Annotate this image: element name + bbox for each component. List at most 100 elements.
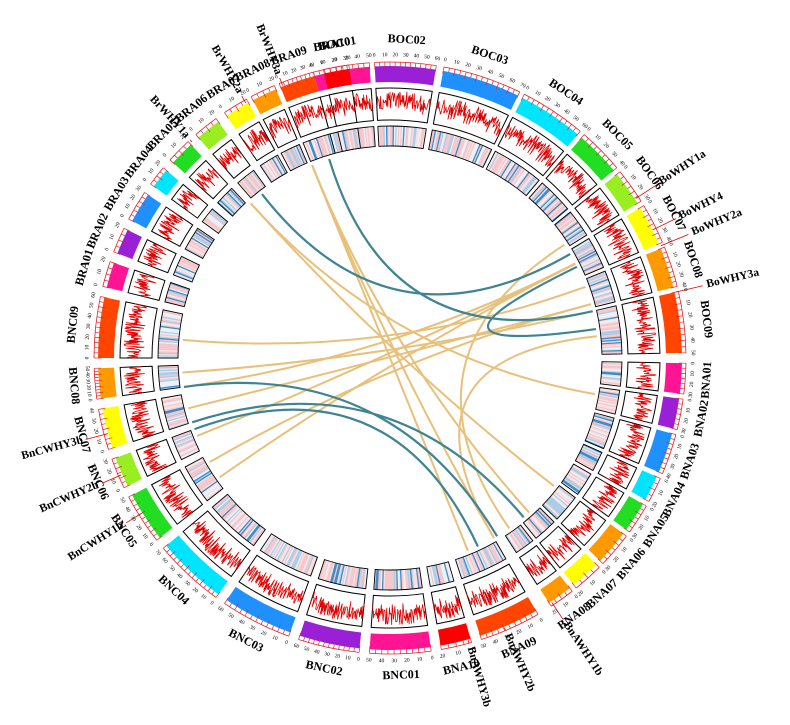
tick-label: 60 <box>293 643 300 650</box>
heatmap-track <box>259 154 288 183</box>
gene-marker <box>189 139 193 143</box>
chromosome-band <box>198 121 228 150</box>
tick-label: 40 <box>680 281 687 288</box>
heatmap-track <box>157 364 181 391</box>
tick-label: 20 <box>656 217 664 225</box>
tick-label: 20 <box>689 381 695 387</box>
gene-marker <box>241 95 247 104</box>
tick-label: 0 <box>690 362 696 365</box>
chromosome-band <box>657 396 680 429</box>
heatmap-track <box>201 208 229 235</box>
tick-label: 0 <box>667 242 674 247</box>
heatmap-track <box>504 524 534 554</box>
heatmap-track <box>172 255 201 283</box>
gene-marker <box>675 285 703 293</box>
chromosome-band <box>226 586 296 633</box>
chromosome-band <box>645 248 674 292</box>
tick-label: 20 <box>105 468 113 476</box>
tick-label: 20 <box>602 142 610 150</box>
heatmap-track <box>171 429 201 461</box>
tick-label: 50 <box>690 350 696 356</box>
tick-label: 10 <box>141 532 149 540</box>
chromosome-label: BOC01 <box>317 33 357 53</box>
gene-density-track <box>430 586 466 625</box>
tick-label: 0 <box>148 542 155 548</box>
tick-label: 60 <box>508 77 516 85</box>
tick-label: 50 <box>168 565 176 573</box>
gene-density-track <box>620 390 658 424</box>
tick-label: 0 <box>373 53 376 59</box>
gene-density-track <box>119 301 158 359</box>
tick-label: 0 <box>310 62 314 69</box>
tick-label: 10 <box>147 167 155 175</box>
chromosome-band <box>153 170 179 196</box>
chromosome-band <box>117 229 142 260</box>
tick-label: 30 <box>504 634 512 642</box>
tick-label: 10 <box>562 601 570 609</box>
gene-density-track <box>288 96 330 138</box>
gene-label: BnCWHY1b <box>66 520 126 564</box>
gene-density-track <box>170 183 209 219</box>
heatmap-track <box>585 270 616 308</box>
tick-label: 10 <box>534 90 542 98</box>
heatmap-track <box>280 143 308 172</box>
tick-label: 10 <box>198 117 206 125</box>
heatmap-track <box>337 127 362 152</box>
chromosome-band <box>299 620 362 649</box>
heatmap-track <box>237 169 267 199</box>
heatmap-track <box>454 540 507 580</box>
tick-label: 30 <box>476 65 483 72</box>
synteny-link <box>458 335 597 539</box>
chromosome-band <box>252 89 283 115</box>
heatmap-track <box>541 484 576 520</box>
tick-label: 10 <box>643 515 651 523</box>
synteny-links <box>182 158 597 552</box>
tick-label: 20 <box>612 555 620 563</box>
tick-label: 40 <box>487 69 494 77</box>
tick-label: 10 <box>417 657 423 664</box>
gene-density-track <box>188 159 229 200</box>
tick-label: 0 <box>430 655 434 661</box>
chromosome-band <box>613 496 643 530</box>
heatmap-track <box>161 394 189 431</box>
tick-label: 20 <box>345 55 352 62</box>
tick-label: 10 <box>453 59 460 66</box>
chromosome-label: BNC02 <box>304 657 343 678</box>
tick-label: 10 <box>455 650 462 657</box>
tick-label: 30 <box>643 194 651 202</box>
tick-label: 20 <box>85 385 92 391</box>
tick-label: 60 <box>90 291 97 298</box>
gene-marker <box>635 184 657 199</box>
chromosome-boc09: 01020304050BOC09 <box>596 288 716 356</box>
tick-label: 50 <box>84 366 90 372</box>
tick-label: 30 <box>660 226 668 234</box>
tick-label: 20 <box>404 658 410 664</box>
tick-label: 40 <box>563 108 571 116</box>
tick-label: 40 <box>175 572 183 580</box>
tick-label: 10 <box>382 52 388 58</box>
tick-label: 50 <box>88 302 95 309</box>
tick-label: 50 <box>366 53 372 59</box>
tick-label: 40 <box>665 236 673 244</box>
tick-label: 0 <box>87 398 93 402</box>
heatmap-track <box>164 281 191 308</box>
heatmap-track <box>574 443 603 472</box>
heatmap-track <box>485 150 540 197</box>
heatmap-track <box>373 567 423 591</box>
